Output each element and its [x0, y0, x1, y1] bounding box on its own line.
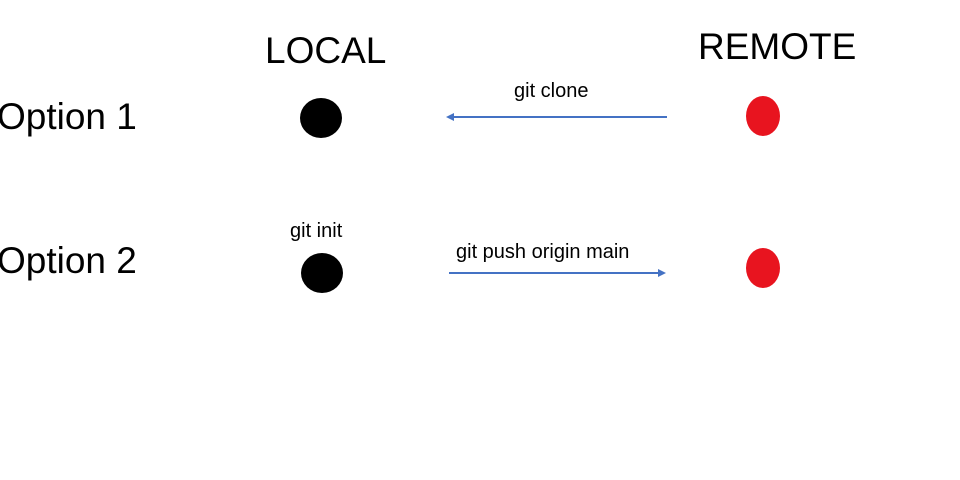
row-label-option-1: Option 1	[0, 96, 137, 137]
local-header: LOCAL	[265, 30, 387, 71]
git-clone-label: git clone	[514, 80, 589, 102]
git-push-label: git push origin main	[456, 241, 630, 263]
remote-node-option-2	[746, 248, 780, 288]
local-node-option-2	[301, 253, 343, 293]
remote-header: REMOTE	[698, 26, 857, 67]
git-init-label: git init	[290, 220, 343, 242]
local-node-option-1	[300, 98, 342, 138]
remote-node-option-1	[746, 96, 780, 136]
row-label-option-2: Option 2	[0, 240, 137, 281]
